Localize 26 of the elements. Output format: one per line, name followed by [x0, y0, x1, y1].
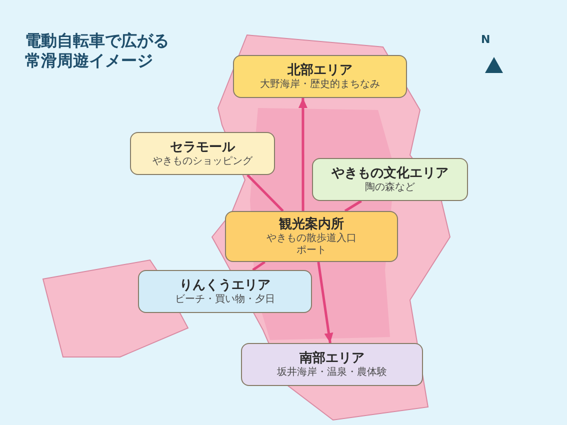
area-card: [138, 270, 312, 313]
area-card: [241, 343, 423, 386]
area-name: 観光案内所: [279, 216, 344, 232]
area-name: セラモール: [170, 138, 235, 156]
arrow: [317, 262, 334, 344]
area-name: やきもの文化エリア: [332, 164, 448, 182]
arrow: [298, 98, 308, 211]
area-description: 陶の森など: [365, 182, 415, 194]
area-description: 坂井海岸・温泉・農体験: [277, 366, 387, 380]
area-description: やきものショッピング: [152, 156, 252, 168]
north-label: N: [481, 33, 490, 46]
connector-line: [246, 174, 284, 212]
area-card: [312, 158, 468, 201]
area-name: 北部エリア: [288, 62, 352, 78]
area-description: 大野海岸・歴史的まちなみ: [260, 78, 380, 92]
diagram-title: 電動自転車で広がる常滑周遊イメージ: [25, 31, 170, 71]
info-center-card: [225, 211, 398, 262]
area-description: ビーチ・買い物・夕日: [175, 294, 275, 306]
area-description: ポート: [296, 245, 326, 258]
area-card: [233, 55, 407, 98]
area-name: 南部エリア: [300, 350, 364, 366]
connector-line: [252, 260, 266, 272]
area-name: りんくうエリア: [180, 276, 270, 294]
area-description: やきもの散歩道入口: [266, 232, 356, 245]
area-card: [130, 132, 275, 175]
connector-line: [344, 200, 362, 212]
